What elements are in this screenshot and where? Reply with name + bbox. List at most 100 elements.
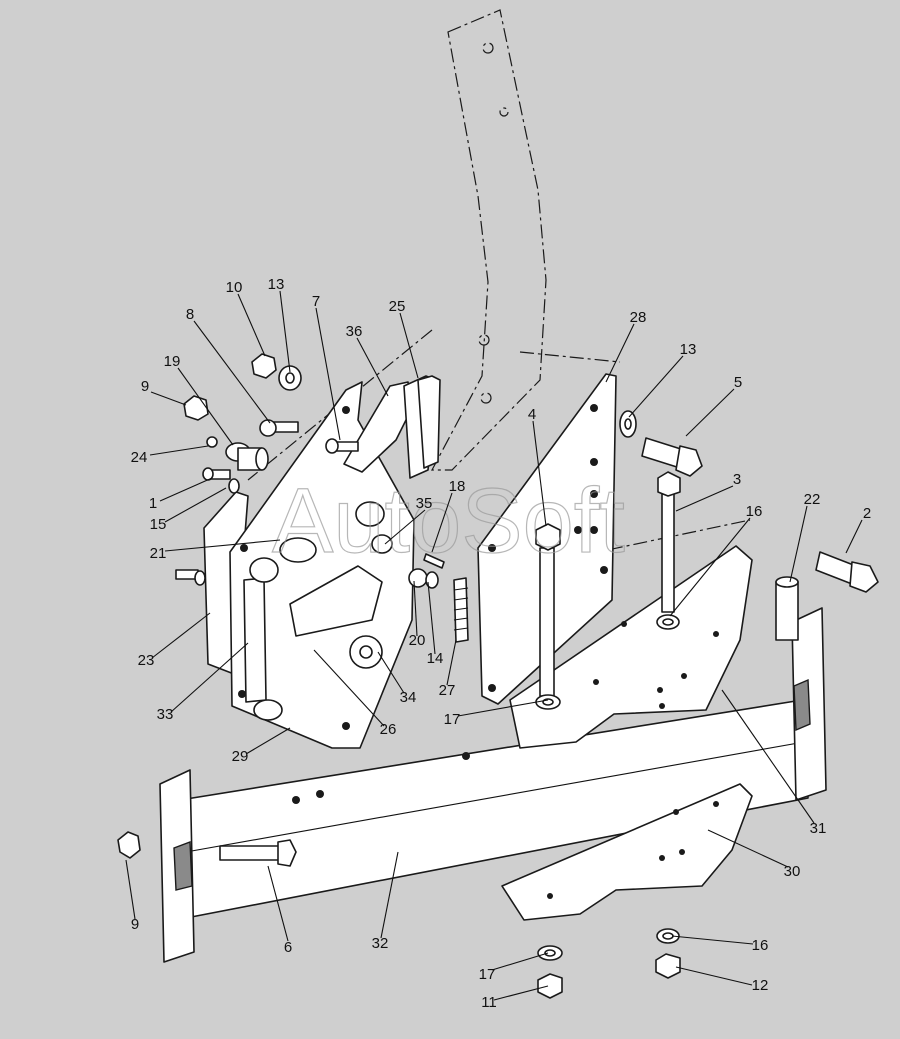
leader-line-2 <box>315 307 341 441</box>
callout-c15: 15 <box>150 516 167 533</box>
callout-c31: 31 <box>810 820 827 837</box>
leader-line-31 <box>721 689 815 824</box>
callout-c27: 27 <box>439 682 456 699</box>
bracket-30 <box>501 783 753 921</box>
bolt-8 <box>259 419 299 437</box>
callout-c25: 25 <box>389 298 406 315</box>
leader-line-21 <box>164 539 281 552</box>
callout-c17a: 17 <box>444 711 461 728</box>
callout-c5: 5 <box>734 374 742 391</box>
roller-35 <box>355 501 393 554</box>
leader-line-35 <box>380 851 399 939</box>
leader-line-6 <box>605 323 635 383</box>
leader-line-27 <box>377 651 405 694</box>
callout-c24: 24 <box>131 449 148 466</box>
leader-line-28 <box>457 699 549 717</box>
callout-c9b: 9 <box>131 916 139 933</box>
leader-line-10 <box>150 391 187 406</box>
leader-line-16 <box>384 509 426 545</box>
callout-c35: 35 <box>416 495 433 512</box>
nut-9-top <box>183 395 209 421</box>
leader-line-13 <box>675 485 734 512</box>
callout-c34: 34 <box>400 689 417 706</box>
leader-line-5 <box>399 312 419 379</box>
roller-21 <box>249 537 317 583</box>
leader-line-36 <box>671 935 754 945</box>
washer-14 <box>425 571 439 589</box>
leader-line-34 <box>267 865 289 942</box>
callout-c30: 30 <box>784 863 801 880</box>
leader-line-11 <box>532 420 547 527</box>
callout-c36: 36 <box>346 323 363 340</box>
leader-line-12 <box>149 445 209 456</box>
callout-c26: 26 <box>380 721 397 738</box>
leader-line-25 <box>446 639 457 686</box>
long-bolt-3 <box>657 471 681 613</box>
long-bolt-4 <box>535 523 561 697</box>
bolt-1 <box>202 467 231 481</box>
bolt-6 <box>219 839 297 867</box>
callout-c32: 32 <box>372 935 389 952</box>
washer-13-right <box>619 410 637 438</box>
nut-10 <box>251 353 277 379</box>
callout-c13a: 13 <box>268 276 285 293</box>
leader-line-20 <box>164 487 227 523</box>
callout-c11: 11 <box>481 994 497 1011</box>
leader-line-8 <box>685 388 735 437</box>
callout-c16b: 16 <box>752 937 769 954</box>
leader-line-24 <box>427 581 436 655</box>
callout-c12: 12 <box>752 977 769 994</box>
callout-c14: 14 <box>427 650 444 667</box>
callout-c4: 4 <box>528 406 536 423</box>
plates-25 <box>403 375 441 479</box>
leader-line-38 <box>675 966 753 986</box>
sleeve-22 <box>775 576 799 641</box>
callout-c29: 29 <box>232 748 249 765</box>
leader-line-39 <box>493 985 549 1001</box>
callout-c28: 28 <box>630 309 647 326</box>
leader-line-9 <box>177 367 234 446</box>
bolt-5 <box>641 437 703 477</box>
callout-c18: 18 <box>449 478 466 495</box>
bracket-31 <box>509 545 753 749</box>
callout-leaders <box>125 290 863 1001</box>
callout-c21: 21 <box>150 545 167 562</box>
callout-c16a: 16 <box>746 503 763 520</box>
nut-9-left <box>117 831 141 859</box>
leader-line-32 <box>707 829 789 868</box>
jaw-26 <box>289 565 383 637</box>
callout-c3: 3 <box>733 471 741 488</box>
leader-line-4 <box>356 337 389 397</box>
washer-16-top <box>656 614 680 630</box>
callout-c19: 19 <box>164 353 181 370</box>
leader-line-0 <box>237 293 266 357</box>
washer-15 <box>228 478 240 494</box>
leader-line-15 <box>159 477 213 502</box>
leader-line-23 <box>413 580 418 637</box>
callout-c2: 2 <box>863 505 871 522</box>
leader-line-3 <box>193 320 271 424</box>
leader-line-30 <box>245 727 291 755</box>
nut-12 <box>655 953 681 979</box>
leader-line-1 <box>279 290 291 373</box>
nut-11 <box>537 973 563 999</box>
leader-line-18 <box>789 505 808 583</box>
callout-c13b: 13 <box>680 341 697 358</box>
end-plate-right <box>791 607 827 801</box>
bolt-2 <box>815 551 879 593</box>
callout-c22: 22 <box>804 491 821 508</box>
bolt-small-left <box>175 569 206 586</box>
leader-line-33 <box>125 859 136 920</box>
pin-19 <box>225 442 269 471</box>
end-plate-left <box>159 769 195 963</box>
washer-13-left <box>278 365 302 391</box>
callout-c20: 20 <box>409 632 426 649</box>
callout-c10a: 10 <box>226 279 243 296</box>
leader-line-22 <box>151 612 211 659</box>
leader-line-17 <box>669 517 751 617</box>
callout-c9a: 9 <box>141 378 149 395</box>
grease-nipple-24 <box>206 436 218 448</box>
